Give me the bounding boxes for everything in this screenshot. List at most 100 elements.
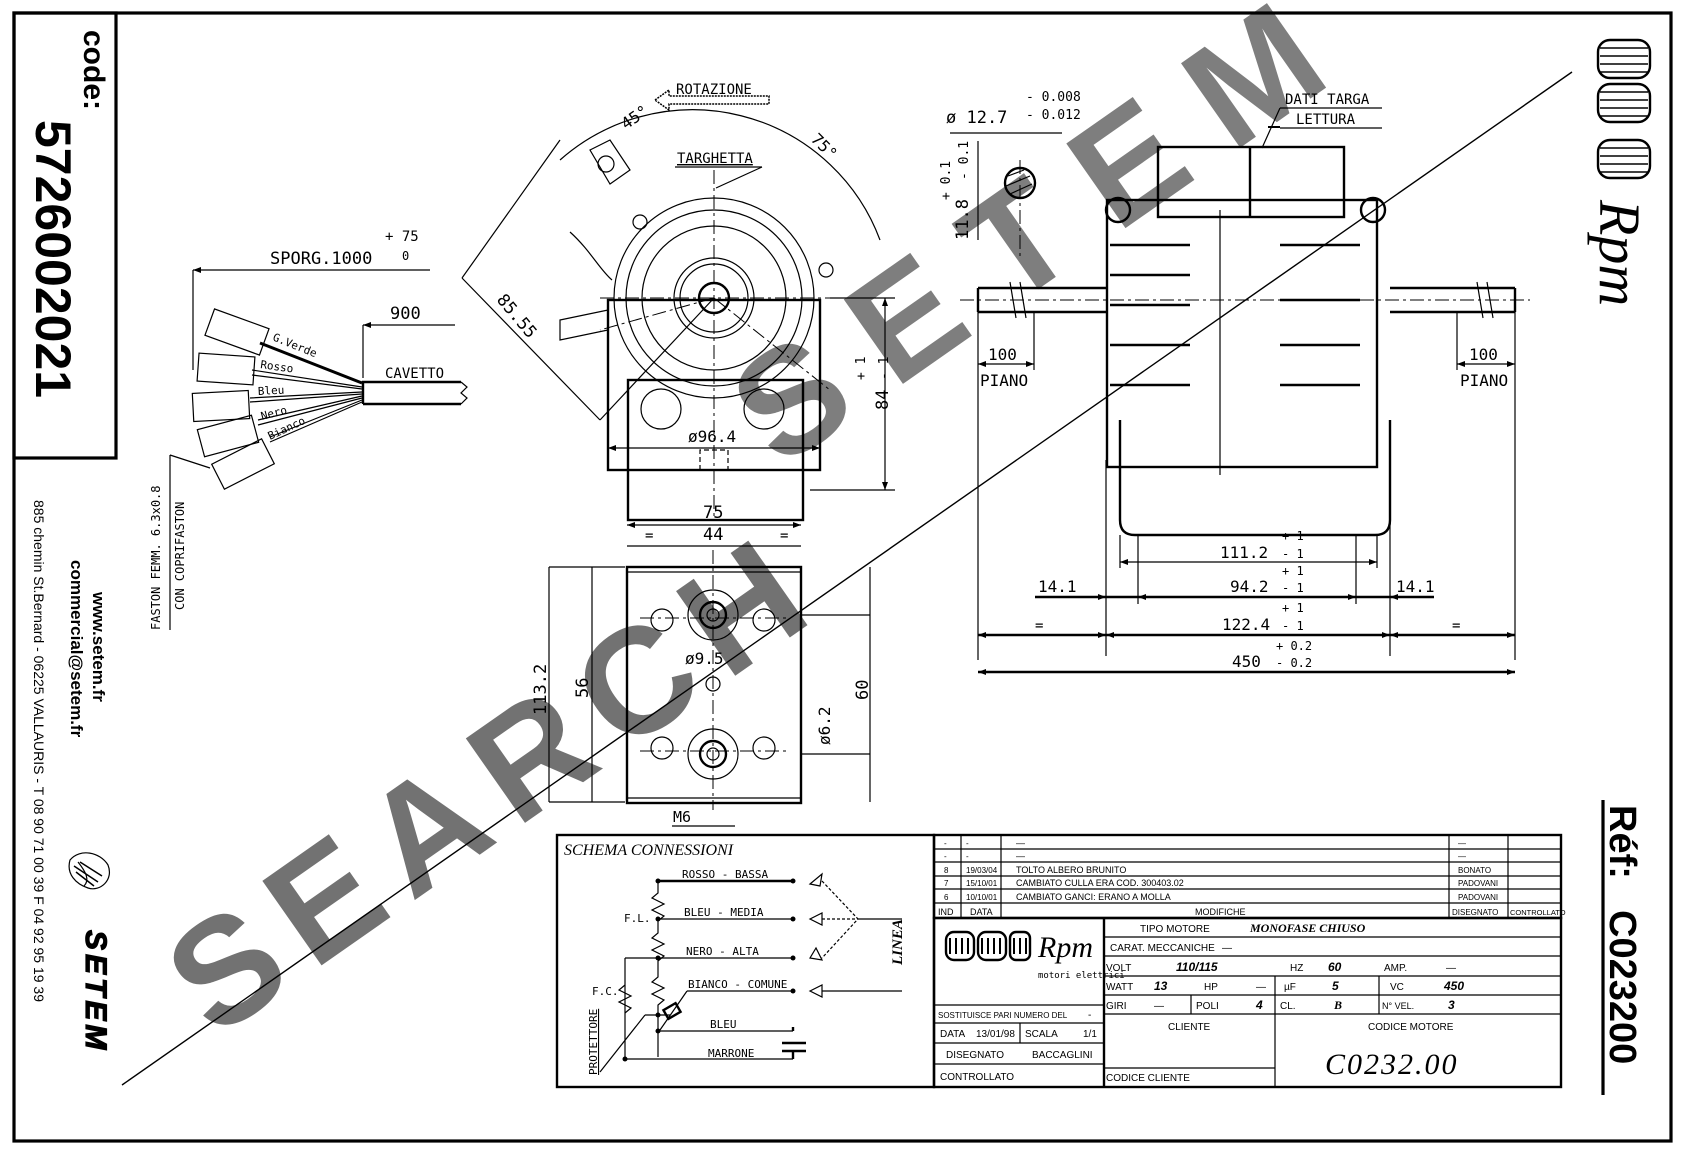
codice-motore-value: C0232.00 [1325,1048,1459,1081]
rev-header-controllato: CONTROLLATO [1510,908,1566,917]
schema-fc-label: F.C. [592,985,619,998]
schema-linea-label: LINEA [890,919,906,966]
hp-value: — [1256,982,1266,993]
dati-targa-label: DATI TARGA [1285,92,1370,108]
watt-label: WATT [1106,982,1133,993]
piano-left-label: PIANO [980,371,1028,390]
uf-label: µF [1284,982,1296,993]
watt-value: 13 [1154,979,1168,993]
dim-111: 111.2 [1220,543,1268,562]
rev-row-by: — [1458,839,1466,848]
vc-label: VC [1390,982,1404,993]
right-panel: Rpm Réf: C023200 [1587,38,1652,1095]
sporg-tol-minus: 0 [402,249,409,263]
email-link[interactable]: commercial@setem.fr [67,560,86,738]
title-logo-sub: motori elettrici [1038,971,1125,981]
poli-value: 4 [1255,998,1263,1012]
front-diameter: ø96.4 [688,427,736,446]
vel-value: 3 [1448,998,1455,1012]
dim-122-tol-minus: - 1 [1282,619,1304,633]
nameplate-label: TARGHETTA [677,151,753,167]
rev-row-data: 19/03/04 [966,866,998,875]
base-thread: M6 [673,808,691,826]
cl-label: CL. [1280,1001,1296,1012]
sostituisce-value: - [1088,1010,1091,1021]
codice-motore-label: CODICE MOTORE [1368,1022,1454,1033]
shaft-flat-tol-minus: - 0.1 [957,141,972,180]
disegnato-value: BACCAGLINI [1032,1050,1093,1061]
dim-122-tol-plus: + 1 [1282,601,1304,615]
rev-row-ind: 8 [944,866,949,875]
base-view: 75 44 = = 113.2 56 60 ø9.5 ø6.2 M6 [531,503,873,827]
base-eq-right: = [780,528,788,544]
setem-logo-icon [68,852,110,890]
wiring-schema: SCHEMA CONNESSIONI ROSSO - BASSA BLEU - … [555,833,936,1089]
rotation-label: ROTAZIONE [676,82,752,98]
watermark-setem-text: SETEM [702,0,1385,496]
scala-label: SCALA [1025,1029,1058,1040]
code-box [12,11,118,460]
title-block: Rpm motori elettrici SOSTITUISCE PARI NU… [932,916,1563,1089]
schema-fl-label: F.L. [624,912,651,925]
rev-row-text: — [1016,838,1025,848]
rotation-arrow-icon [653,88,770,112]
drawing-frame [12,11,1673,1143]
angle-75: 75° [807,129,841,163]
shaft-flat: 11.8 [953,199,973,240]
schema-line-bleu: BLEU [710,1018,737,1031]
rpm-brand: Rpm [1587,199,1652,306]
dim-94: 94.2 [1230,577,1269,596]
schema-line-marrone: MARRONE [708,1047,754,1060]
rev-row-text: CAMBIATO CULLA ERA COD. 300403.02 [1016,878,1184,888]
rev-row-by: PADOVANI [1458,893,1498,902]
base-hole-spacing: 60 [853,680,873,700]
wire-label-blue: Bleu [257,384,284,398]
rev-row-ind: - [944,839,947,848]
rev-row-text: — [1016,851,1025,861]
hp-label: HP [1204,982,1218,993]
tipo-motore-value: MONOFASE CHIUSO [1249,921,1366,935]
website-link[interactable]: www.setem.fr [89,591,108,702]
front-height-tol-plus: + 1 [854,357,869,380]
side-view: DATI TARGA LETTURA 100 PIANO 100 [960,92,1530,675]
sporg-dim: SPORG.1000 [270,249,372,269]
vel-label: N° VEL. [1382,1001,1414,1011]
dim-450: 450 [1232,652,1261,671]
eq-left: = [1035,618,1043,634]
cable-label: CAVETTO [385,366,444,382]
faston-note: CON COPRIFASTON [173,502,187,610]
dim-94-tol-minus: - 1 [1282,581,1304,595]
volt-label: VOLT [1106,963,1131,974]
rev-row-by: — [1458,852,1466,861]
rev-row-text: CAMBIATO GANCI: ERANO A MOLLA [1016,892,1171,902]
shaft-dia-tol-lower: - 0.012 [1026,108,1081,123]
carat-value: — [1222,943,1232,954]
angle-45: 45° [617,101,652,133]
schema-line-rosso: ROSSO - BASSA [682,868,768,881]
base-hole-dia-2: ø6.2 [815,706,834,745]
hz-label: HZ [1290,963,1303,974]
rev-row-by: PADOVANI [1458,879,1498,888]
base-hole-dia-1: ø9.5 [685,649,724,668]
rev-row-ind: - [944,852,947,861]
dim-111-tol-plus: + 1 [1282,529,1304,543]
sporg-tol-plus: + 75 [385,229,419,245]
wire-label-black: Nero [259,403,288,422]
schema-line-bianco: BIANCO - COMUNE [688,978,787,991]
faston-label: FASTON FEMM. 6.3x0.8 [149,486,163,631]
disegnato-label: DISEGNATO [946,1050,1004,1061]
lettura-label: LETTURA [1296,112,1356,128]
rev-header-disegnato: DISEGNATO [1452,908,1498,917]
ref-value: C023200 [1601,910,1643,1064]
rev-row-ind: 7 [944,879,949,888]
title-logo-brand: Rpm [1037,931,1093,964]
sostituisce-label: SOSTITUISCE PARI NUMERO DEL [938,1011,1068,1020]
left-panel: code: 5726002021 www.setem.fr commercial… [12,11,118,1054]
rev-row-text: TOLTO ALBERO BRUNITO [1016,865,1126,875]
company-logo-text: SETEM [79,930,112,1053]
cable-view: SPORG.1000 + 75 0 900 CAVETTO G.Verde Ro… [149,229,468,631]
base-width-inner: 44 [703,525,723,545]
dim-122: 122.4 [1222,615,1270,634]
